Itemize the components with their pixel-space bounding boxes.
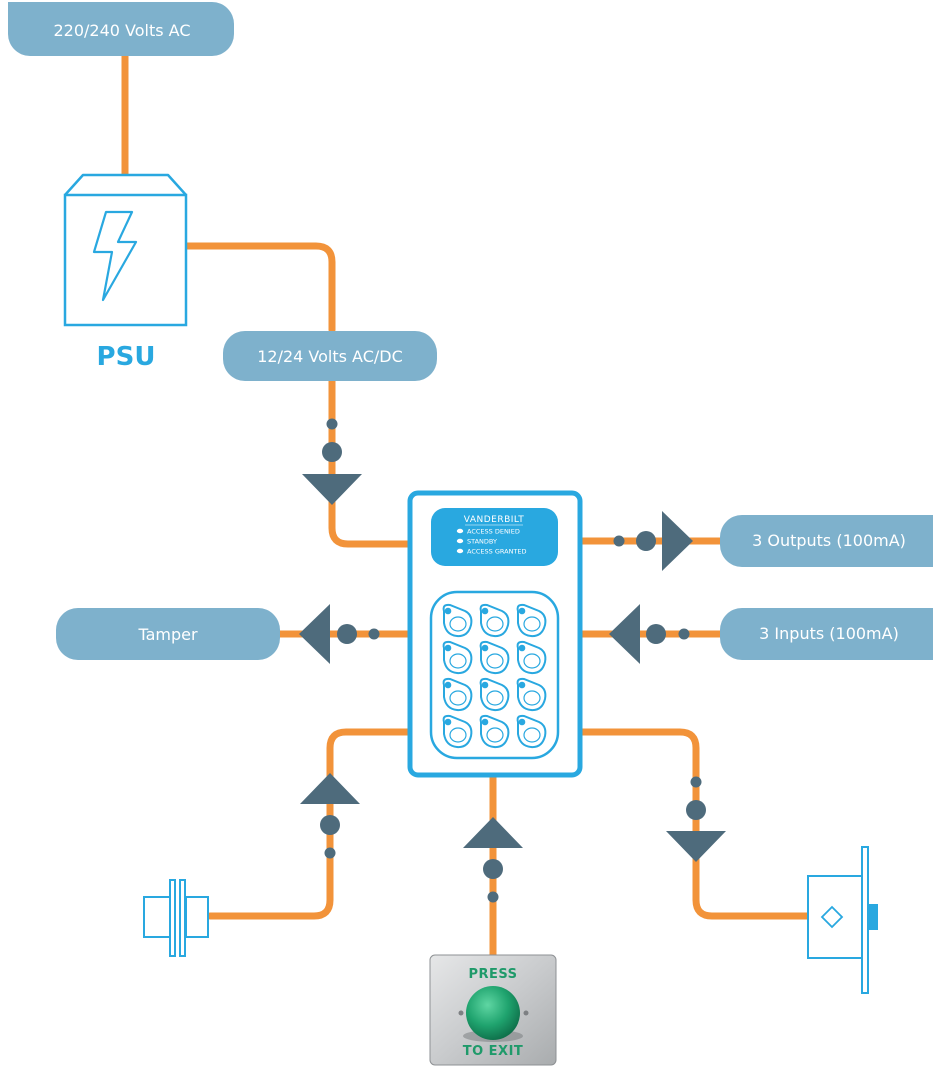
wire-psu-to-keypad <box>182 242 414 548</box>
led-access-denied: ACCESS DENIED <box>467 528 520 536</box>
exit-button: PRESS TO EXIT <box>429 954 557 1066</box>
psu-label: PSU <box>97 342 156 372</box>
keypad-key <box>516 603 547 638</box>
tamper-label: Tamper <box>137 625 198 644</box>
exit-button-dome <box>466 986 520 1040</box>
exit-button-bottom-text: TO EXIT <box>463 1044 524 1059</box>
keypad-key <box>479 640 510 675</box>
mains-pill: 220/240 Volts AC <box>8 2 234 56</box>
keypad-keys <box>442 603 547 749</box>
inputs-pill: 3 Inputs (100mA) <box>720 608 933 660</box>
psu-box: PSU <box>63 173 188 372</box>
keypad-reader: VANDERBILT ACCESS DENIED STANDBY ACCESS … <box>407 490 583 778</box>
keypad-key <box>516 677 547 712</box>
mains-label: 220/240 Volts AC <box>53 21 190 40</box>
keypad-key <box>516 640 547 675</box>
tamper-pill: Tamper <box>56 608 280 660</box>
marker-reader <box>300 773 360 859</box>
marker-outputs <box>613 511 693 571</box>
marker-psu-to-keypad <box>302 418 362 505</box>
lightning-icon <box>92 210 138 302</box>
led-standby: STANDBY <box>467 538 497 546</box>
wire-keypad-to-reader <box>206 728 414 920</box>
door-contact-icon <box>143 879 209 957</box>
keypad-key <box>442 603 473 638</box>
keypad-key <box>479 714 510 749</box>
inputs-label: 3 Inputs (100mA) <box>759 624 899 643</box>
wire-keypad-to-lock <box>576 728 812 920</box>
keypad-key <box>442 640 473 675</box>
connector-markers <box>299 418 726 903</box>
low-voltage-pill: 12/24 Volts AC/DC <box>223 331 437 381</box>
keypad-key <box>442 714 473 749</box>
marker-inputs <box>609 604 690 664</box>
exit-button-top-text: PRESS <box>468 967 517 982</box>
diamond-icon <box>820 905 844 929</box>
keypad-key <box>516 714 547 749</box>
door-lock-icon <box>807 846 878 994</box>
marker-exit-button <box>463 817 523 903</box>
low-voltage-label: 12/24 Volts AC/DC <box>257 347 403 366</box>
outputs-label: 3 Outputs (100mA) <box>752 531 906 550</box>
marker-lock <box>666 776 726 862</box>
outputs-pill: 3 Outputs (100mA) <box>720 515 933 567</box>
led-access-granted: ACCESS GRANTED <box>467 548 527 556</box>
keypad-key <box>479 677 510 712</box>
brand-logo: VANDERBILT <box>464 515 524 525</box>
keypad-key <box>479 603 510 638</box>
marker-tamper <box>299 604 380 664</box>
keypad-key <box>442 677 473 712</box>
